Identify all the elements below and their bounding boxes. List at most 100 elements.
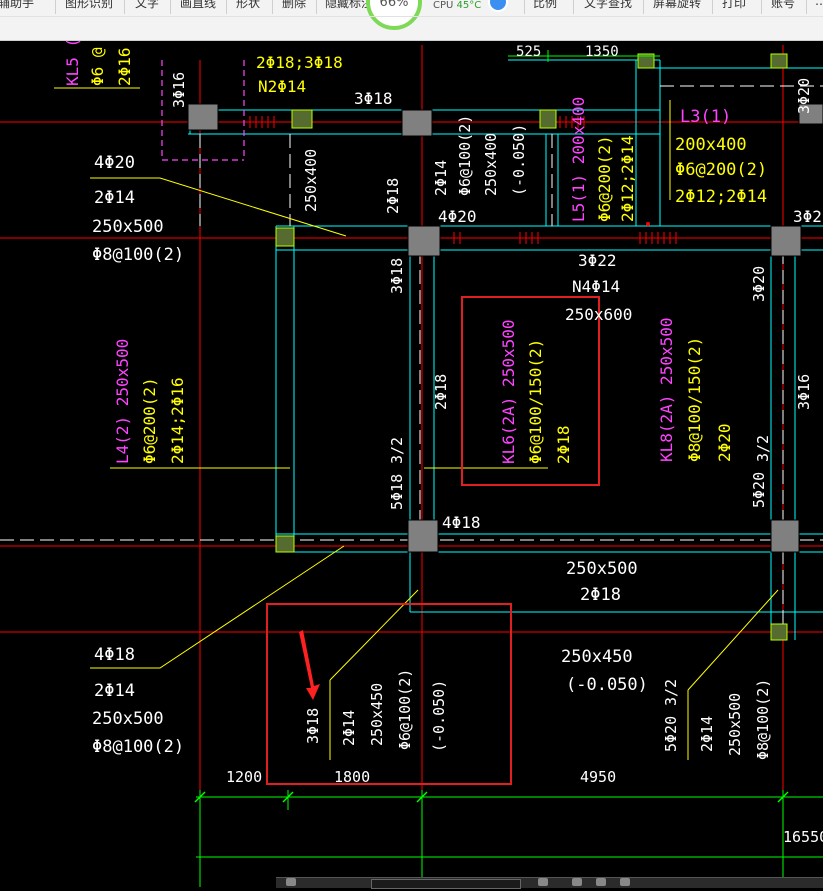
l5-stirrup: Φ6@200(2) xyxy=(595,135,614,222)
status-icon-3[interactable] xyxy=(572,878,582,886)
rebar-ticks xyxy=(249,116,677,244)
l3-title: L3(1) xyxy=(680,107,731,127)
kl8-bars: 2Φ20 xyxy=(715,423,734,462)
bottom-beam-bars: 2Φ18 xyxy=(580,585,621,605)
callout-top-b: 2Φ14 xyxy=(94,188,135,208)
callout-bottom-a: 4Φ18 xyxy=(94,645,135,665)
toolbar-print[interactable]: 打印 xyxy=(722,0,747,10)
toolbar-rotate-screen[interactable]: 屏幕旋转 xyxy=(653,0,702,10)
toolbar-graphic-recognition[interactable]: 图形识别 xyxy=(65,0,114,10)
highlight-box-kl6 xyxy=(461,296,600,486)
col-label-3-2-right: 3/2 xyxy=(754,435,772,462)
kl8-stirrup: Φ8@100/150(2) xyxy=(685,337,704,462)
toolbar-assistant[interactable]: 辅助手 xyxy=(0,0,35,10)
l3-bars: 2Φ12;2Φ14 xyxy=(675,187,767,207)
small-columns xyxy=(275,53,788,641)
dim-525: 525 xyxy=(516,44,541,60)
callout-bottom-d: Φ8@100(2) xyxy=(92,737,184,757)
notification-icon[interactable] xyxy=(488,0,508,12)
toolbar-delete[interactable]: 删除 xyxy=(282,0,307,10)
toolbar-hide-annotation[interactable]: 隐藏标注 xyxy=(325,0,374,10)
cad-drawing-canvas[interactable]: KL5 ( Φ6 @ 2Φ16 2Φ18;3Φ18 N2Φ14 525 1350… xyxy=(0,38,823,887)
toolbar-text-search[interactable]: 文字查找 xyxy=(584,0,633,10)
top-beam-3phi18: 3Φ18 xyxy=(354,89,393,108)
center-beam-n-bars: N4Φ14 xyxy=(572,277,620,296)
col-label-2phi18: 2Φ18 xyxy=(384,178,402,214)
toolbar-more[interactable]: … xyxy=(815,0,823,8)
col-label-2phi18-mid: 2Φ18 xyxy=(432,374,450,410)
kl5-outline xyxy=(161,60,245,161)
top-beam-bars: 2Φ18;3Φ18 xyxy=(256,53,343,72)
redbox-size: 250x450 xyxy=(368,683,386,746)
col-label-5phi18: 5Φ18 xyxy=(388,474,406,510)
col-label-3phi20: 3Φ20 xyxy=(750,266,768,302)
l3-size: 200x400 xyxy=(675,135,747,155)
col-label-4phi18: 4Φ18 xyxy=(442,513,481,532)
col-label-3phi16: 3Φ16 xyxy=(795,374,813,410)
performance-gauge[interactable]: 66% xyxy=(366,0,422,30)
top-beam-n-bars: N2Φ14 xyxy=(258,77,306,96)
dim-1200: 1200 xyxy=(226,768,262,786)
redbox-elev: (-0.050) xyxy=(430,680,448,752)
kl6-stirrup: Φ6@100/150(2) xyxy=(526,339,545,464)
right-3-2: 3/2 xyxy=(662,679,680,706)
mid-beam-elev: (-0.050) xyxy=(510,124,528,196)
top-toolbar: 辅助手 图形识别 文字 画直线 形状 删除 隐藏标注 66% CPU 45°C … xyxy=(0,0,823,41)
redbox-stirrup: Φ6@100(2) xyxy=(396,669,414,750)
bottom-beam2-elev: (-0.050) xyxy=(566,675,648,695)
col-label-5phi20: 5Φ20 xyxy=(750,472,768,508)
l4-title: L4(2) 250x500 xyxy=(113,339,132,464)
center-beam-size: 250x600 xyxy=(565,305,632,324)
status-icon-1[interactable] xyxy=(286,878,296,886)
cpu-label: CPU xyxy=(433,0,454,11)
callout-bottom-b: 2Φ14 xyxy=(94,681,135,701)
beam-250x400-label: 250x400 xyxy=(302,149,320,212)
mid-beam-size: 250x400 xyxy=(482,133,500,196)
toolbar-account[interactable]: 账号 xyxy=(771,0,796,10)
columns xyxy=(187,103,823,553)
dim-4950: 4950 xyxy=(580,768,616,786)
mid-beam-stirrup: Φ6@100(2) xyxy=(456,115,474,196)
l3-stirrup: Φ6@200(2) xyxy=(675,160,767,180)
l5-bars: 2Φ12;2Φ14 xyxy=(618,135,637,222)
toolbar-scale[interactable]: 比例 xyxy=(533,0,558,10)
right-2phi14: 2Φ14 xyxy=(698,716,716,752)
status-icon-5[interactable] xyxy=(620,878,630,886)
bottom-beam2-size: 250x450 xyxy=(561,647,633,667)
col-label-4phi20: 4Φ20 xyxy=(438,207,477,226)
status-icon-2[interactable] xyxy=(538,878,548,886)
top-3phi16: 3Φ16 xyxy=(170,72,188,108)
kl5-title: KL5 ( xyxy=(63,40,82,86)
toolbar-text[interactable]: 文字 xyxy=(135,0,160,10)
top-3phi20: 3Φ20 xyxy=(795,78,813,114)
status-input-box[interactable] xyxy=(371,879,521,889)
highlight-box-beam xyxy=(266,603,512,785)
callout-top-d: Φ8@100(2) xyxy=(92,245,184,265)
toolbar-draw-line[interactable]: 画直线 xyxy=(180,0,217,10)
bottom-status-bar xyxy=(276,877,823,889)
callout-bottom-c: 250x500 xyxy=(92,709,164,729)
right-stirrup: Φ8@100(2) xyxy=(754,679,772,760)
center-beam-bars: 3Φ22 xyxy=(578,251,617,270)
mid-beam-bars: 2Φ14 xyxy=(432,160,450,196)
dim-1800: 1800 xyxy=(334,768,370,786)
col-label-3phi18: 3Φ18 xyxy=(388,258,406,294)
cpu-temp: 45°C xyxy=(456,0,482,11)
kl5-bars: 2Φ16 xyxy=(115,47,134,86)
col-label-3-2-left: 3/2 xyxy=(388,437,406,464)
beam-outlines xyxy=(188,59,823,640)
cpu-readout: CPU 45°C xyxy=(433,0,481,11)
right-size: 250x500 xyxy=(726,693,744,756)
l4-bars: 2Φ14;2Φ16 xyxy=(168,377,187,464)
dim-1350: 1350 xyxy=(585,44,619,60)
redbox-3phi18: 3Φ18 xyxy=(304,708,322,744)
perf-percent: 66% xyxy=(379,0,409,10)
col-label-3phi2: 3Φ2 xyxy=(793,207,822,226)
toolbar-shape[interactable]: 形状 xyxy=(236,0,261,10)
leader-lines xyxy=(54,87,779,760)
status-icon-4[interactable] xyxy=(596,878,606,886)
dimension-lines xyxy=(196,50,823,887)
right-5phi20: 5Φ20 xyxy=(662,716,680,752)
dim-ticks xyxy=(194,791,789,803)
kl5-stirrup: Φ6 @ xyxy=(88,47,107,86)
